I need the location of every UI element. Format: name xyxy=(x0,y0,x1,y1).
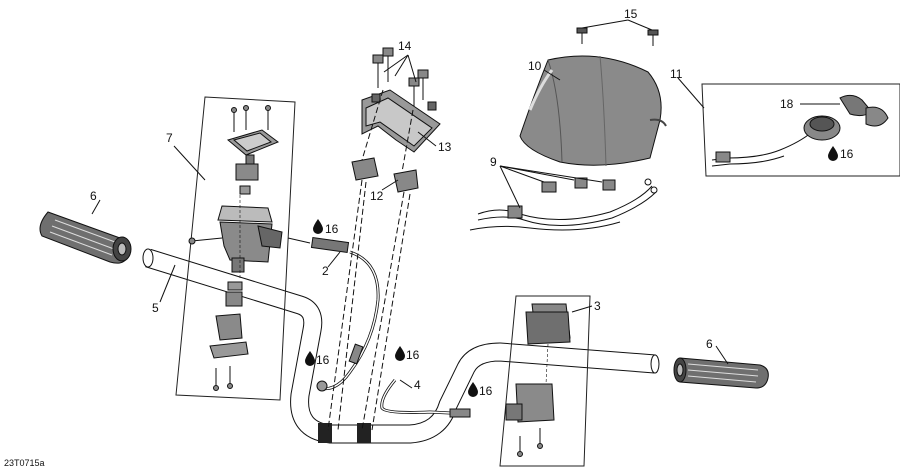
lube-callout: 16 xyxy=(395,346,420,362)
harness-connector xyxy=(574,177,588,189)
lube-callout-label: 16 xyxy=(316,353,330,367)
wiring-harness xyxy=(469,177,658,231)
right-grip xyxy=(673,357,769,389)
ignition-switch-inset xyxy=(701,83,900,177)
callout-3: 3 xyxy=(594,299,601,313)
harness-connector xyxy=(541,181,557,193)
leader-lines xyxy=(91,19,840,389)
callout-4: 4 xyxy=(414,378,421,392)
callout-2: 2 xyxy=(322,264,329,278)
callout-13: 13 xyxy=(438,140,452,154)
lube-callout-label: 16 xyxy=(406,348,420,362)
lube-callout-label: 16 xyxy=(479,384,493,398)
oil-drop-icon xyxy=(313,219,323,234)
callout-18: 18 xyxy=(780,97,794,111)
oil-drop-icon xyxy=(395,346,405,361)
callout-6-right-grip: 6 xyxy=(706,337,713,351)
handlebar-riser-clamp xyxy=(327,47,441,431)
cover-screws xyxy=(576,27,659,46)
switch-housing xyxy=(499,295,591,467)
left-grip xyxy=(39,211,132,264)
callout-9: 9 xyxy=(490,155,497,169)
oil-drop-icon xyxy=(305,351,315,366)
callout-10: 10 xyxy=(528,59,542,73)
reference-code: 23T0715a xyxy=(4,458,45,468)
callout-12: 12 xyxy=(370,189,384,203)
lube-callout-label: 16 xyxy=(325,222,339,236)
callout-14: 14 xyxy=(398,39,412,53)
callout-6-left-grip: 6 xyxy=(90,189,97,203)
lube-callout: 16 xyxy=(313,219,339,236)
callout-labels: 2 3 4 5 6 6 7 9 10 11 12 13 14 15 18 xyxy=(90,7,794,392)
handlebar-clamp-band xyxy=(357,423,371,443)
lube-callout-label: 16 xyxy=(840,147,854,161)
oil-drop-icon xyxy=(828,146,838,161)
handlebar-cover xyxy=(519,27,667,167)
callout-7: 7 xyxy=(166,131,173,145)
callout-15: 15 xyxy=(624,7,638,21)
lube-callout: 16 xyxy=(305,351,330,367)
lubricant-callouts: 16 16 16 16 16 xyxy=(305,146,854,398)
oil-drop-icon xyxy=(468,382,478,397)
callout-5: 5 xyxy=(152,301,159,315)
choke-cable xyxy=(380,379,471,418)
harness-connector xyxy=(602,179,616,191)
lube-callout: 16 xyxy=(828,146,854,161)
throttle-assembly xyxy=(175,96,296,401)
lube-callout: 16 xyxy=(468,382,493,398)
throttle-cable xyxy=(287,236,380,392)
handlebar xyxy=(142,248,660,444)
handlebar-clamp-band xyxy=(318,423,332,443)
callout-11: 11 xyxy=(670,67,683,81)
